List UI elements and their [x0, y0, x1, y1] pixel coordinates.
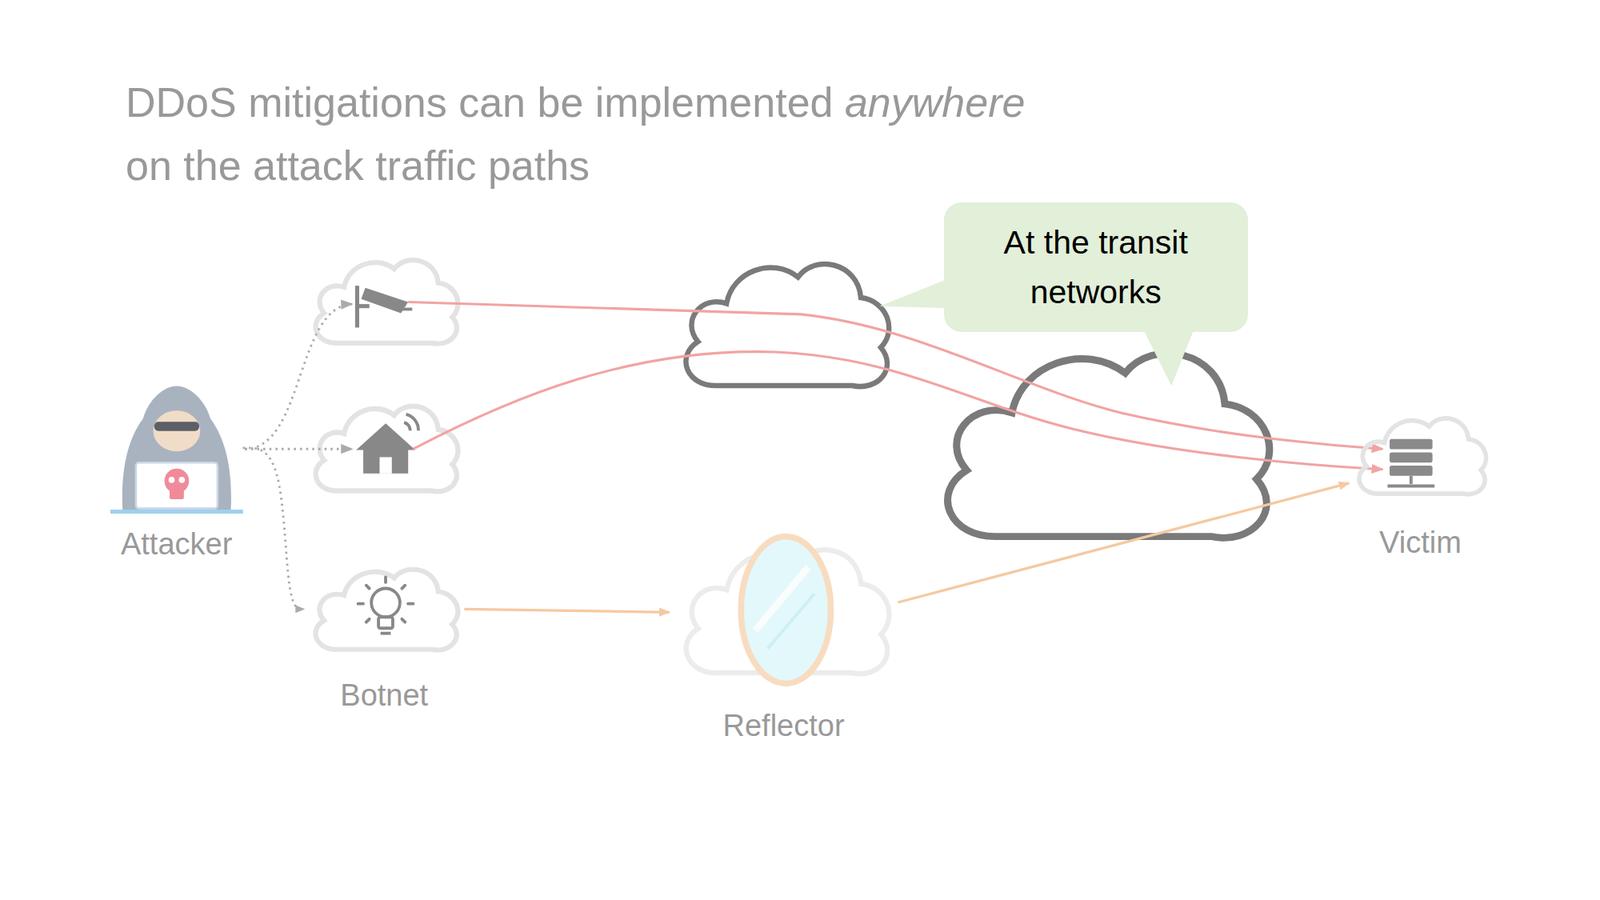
node-art: [1359, 417, 1487, 494]
title-word: traffic: [375, 142, 476, 189]
transit-cloud: [948, 353, 1270, 539]
title-word: the: [183, 142, 241, 189]
control-link: [244, 304, 352, 449]
title-space: [236, 79, 248, 126]
callout-pointer: [1140, 324, 1196, 387]
title-word: anywhere: [844, 79, 1025, 126]
title-space: [241, 142, 253, 189]
title-word: be: [536, 79, 584, 126]
title-word: can: [458, 79, 526, 126]
title-space: [583, 79, 595, 126]
title-word: implemented: [595, 79, 834, 126]
node-outline: [669, 530, 899, 694]
callout-box: At the transit networks: [944, 202, 1248, 332]
attack-path: [413, 352, 1384, 470]
title-space: [172, 142, 184, 189]
title-space: [447, 79, 459, 126]
traffic-arrow: [897, 483, 1349, 603]
title-word: on: [125, 142, 172, 189]
title-space: [833, 79, 845, 126]
callout-text: At the transit networks: [961, 217, 1231, 317]
title-word: attack: [252, 142, 364, 189]
title-word: DDoS: [125, 79, 237, 126]
title-word: paths: [488, 142, 590, 189]
callout-pointer: [879, 277, 951, 308]
node-label: Reflector: [723, 708, 845, 744]
title-word: mitigations: [248, 79, 448, 126]
camera-icon: [356, 285, 412, 328]
node-label: Victim: [1379, 524, 1462, 560]
botnet-node: Botnet: [304, 556, 464, 664]
node-outline: [1348, 406, 1492, 507]
title-space: [525, 79, 537, 126]
node-outline: [304, 556, 464, 664]
reflector-node: Reflector: [669, 530, 899, 694]
node-label: Attacker: [120, 526, 232, 562]
traffic-arrow: [243, 448, 305, 609]
node-outline: [110, 384, 244, 513]
callout-body: At the transit networks: [961, 217, 1231, 317]
node-art: [316, 569, 459, 651]
victim-node: Victim: [1348, 406, 1492, 507]
attacker-node: Attacker: [110, 384, 244, 513]
node-art: [685, 536, 889, 684]
node-art: [110, 385, 244, 512]
slide-title: DDoS mitigations can be implemented anyw…: [125, 71, 1025, 198]
node-label: Botnet: [340, 677, 428, 713]
traffic-arrow: [464, 608, 669, 612]
title-space: [364, 142, 376, 189]
home-icon: [356, 414, 419, 474]
title-space: [476, 142, 488, 189]
